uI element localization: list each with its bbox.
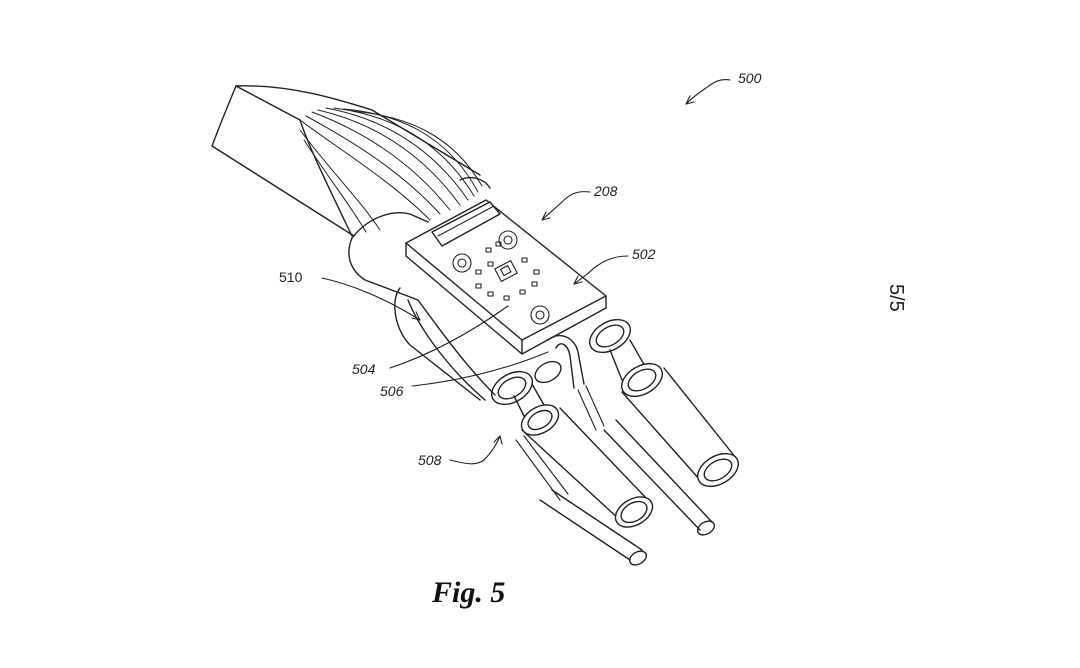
- circuit-board: [405, 199, 607, 355]
- right-connector-barrel: [603, 339, 739, 536]
- collar-rings: [491, 318, 631, 406]
- left-connector-barrel: [513, 383, 654, 566]
- sheet-number: 5/5: [885, 284, 907, 312]
- ref-label-504: 504: [352, 361, 376, 377]
- ref-label-510: 510: [279, 269, 303, 285]
- ref-label-508: 508: [418, 452, 442, 468]
- ref-label-506: 506: [380, 383, 404, 399]
- ref-label-502: 502: [632, 246, 656, 262]
- leader-lines: [321, 79, 731, 465]
- board-components: [452, 230, 550, 325]
- ref-label-208: 208: [594, 183, 618, 199]
- strap: [547, 334, 585, 389]
- sleeve: [348, 176, 496, 401]
- ref-label-500: 500: [738, 70, 762, 86]
- connector-rods: [515, 385, 605, 501]
- cable-jacket: [211, 85, 481, 237]
- figure-caption: Fig. 5: [432, 576, 506, 609]
